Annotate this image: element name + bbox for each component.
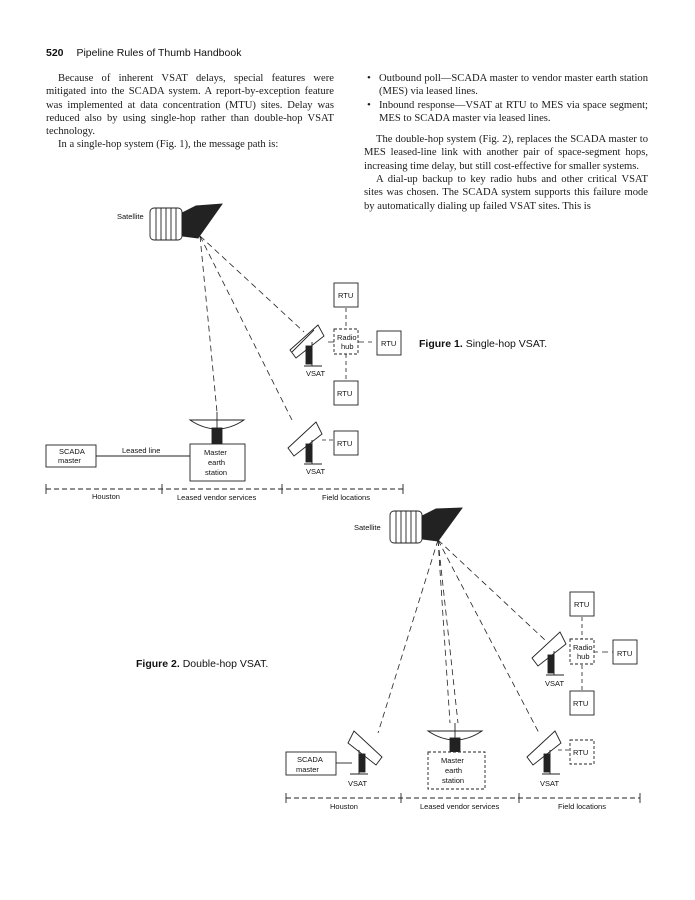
message-path-list: Outbound poll—SCADA master to vendor mas… bbox=[364, 72, 648, 125]
fig2-rtu-mid: RTU bbox=[573, 699, 588, 708]
left-paragraph-1: Because of inherent VSAT delays, special… bbox=[46, 73, 334, 138]
earth-station-dish-icon bbox=[426, 723, 484, 753]
fig1-rtu-bottom: RTU bbox=[337, 439, 352, 448]
figure-2-title: Double-hop VSAT. bbox=[182, 658, 269, 670]
figure-1-number: Figure 1. bbox=[419, 338, 463, 350]
fig1-hub-label: hub bbox=[341, 342, 354, 351]
fig2-master-label: master bbox=[296, 765, 319, 774]
fig1-houston-label: Houston bbox=[92, 492, 120, 501]
fig2-vsat-label-hub: VSAT bbox=[545, 679, 564, 688]
fig2-field-label: Field locations bbox=[558, 802, 606, 811]
page-number: 520 bbox=[46, 47, 64, 59]
vsat-dish-icon bbox=[289, 324, 325, 367]
fig1-leased-vendor-label: Leased vendor services bbox=[177, 493, 256, 502]
fig1-rtu-right: RTU bbox=[381, 339, 396, 348]
fig1-radio-label: Radio bbox=[337, 333, 357, 342]
satellite-icon bbox=[389, 507, 463, 544]
fig1-field-label: Field locations bbox=[322, 493, 370, 502]
fig1-vsat-label-1: VSAT bbox=[306, 369, 325, 378]
satellite-icon bbox=[149, 203, 223, 241]
fig2-rtu-top: RTU bbox=[574, 600, 589, 609]
figure-1-title: Single-hop VSAT. bbox=[465, 338, 548, 350]
bullet-inbound: Inbound response—VSAT at RTU to MES via … bbox=[364, 99, 648, 126]
fig2-hub-label: hub bbox=[577, 652, 590, 661]
fig2-mes-line1: Master bbox=[441, 756, 464, 765]
vsat-dish-icon bbox=[531, 631, 567, 676]
fig1-rtu-top: RTU bbox=[338, 291, 353, 300]
fig2-houston-label: Houston bbox=[330, 802, 358, 811]
left-column: Because of inherent VSAT delays, special… bbox=[46, 72, 334, 152]
fig1-mes-line1: Master bbox=[204, 448, 227, 457]
fig2-satellite-label: Satellite bbox=[354, 523, 381, 532]
fig2-mes-line2: earth bbox=[445, 766, 462, 775]
bullet-outbound: Outbound poll—SCADA master to vendor mas… bbox=[364, 72, 648, 99]
fig1-vsat-label-2: VSAT bbox=[306, 467, 325, 476]
fig2-rtu-bottom: RTU bbox=[573, 748, 588, 757]
figure-1-caption: Figure 1. Single-hop VSAT. bbox=[419, 338, 547, 350]
right-column: Outbound poll—SCADA master to vendor mas… bbox=[364, 72, 648, 213]
fig2-scada-label: SCADA bbox=[297, 755, 323, 764]
figure-2-number: Figure 2. bbox=[136, 658, 180, 670]
fig1-mes-line3: station bbox=[205, 468, 227, 477]
figure-2-caption: Figure 2. Double-hop VSAT. bbox=[136, 658, 268, 670]
fig1-mes-line2: earth bbox=[208, 458, 225, 467]
fig1-rtu-mid: RTU bbox=[337, 389, 352, 398]
fig1-scada-label: SCADA bbox=[59, 447, 85, 456]
earth-station-dish-icon bbox=[188, 412, 246, 445]
vsat-dish-icon bbox=[526, 730, 562, 775]
left-paragraph-2: In a single-hop system (Fig. 1), the mes… bbox=[58, 139, 279, 151]
running-title: Pipeline Rules of Thumb Handbook bbox=[76, 47, 242, 59]
fig2-vsat-label-houston: VSAT bbox=[348, 779, 367, 788]
vsat-dish-icon bbox=[287, 421, 323, 465]
fig1-leased-line-label: Leased line bbox=[122, 446, 160, 455]
right-paragraph-1: The double-hop system (Fig. 2), replaces… bbox=[364, 134, 648, 172]
running-header: 520 Pipeline Rules of Thumb Handbook bbox=[46, 47, 241, 59]
fig2-mes-line3: station bbox=[442, 776, 464, 785]
fig2-vsat-label-right: VSAT bbox=[540, 779, 559, 788]
fig2-rtu-right: RTU bbox=[617, 649, 632, 658]
right-paragraph-2: A dial-up backup to key radio hubs and o… bbox=[364, 174, 648, 212]
vsat-dish-icon bbox=[347, 730, 383, 775]
fig2-leased-vendor-label: Leased vendor services bbox=[420, 802, 499, 811]
fig1-master-label: master bbox=[58, 456, 81, 465]
fig1-satellite-label: Satellite bbox=[117, 212, 144, 221]
fig2-radio-label: Radio bbox=[573, 643, 593, 652]
